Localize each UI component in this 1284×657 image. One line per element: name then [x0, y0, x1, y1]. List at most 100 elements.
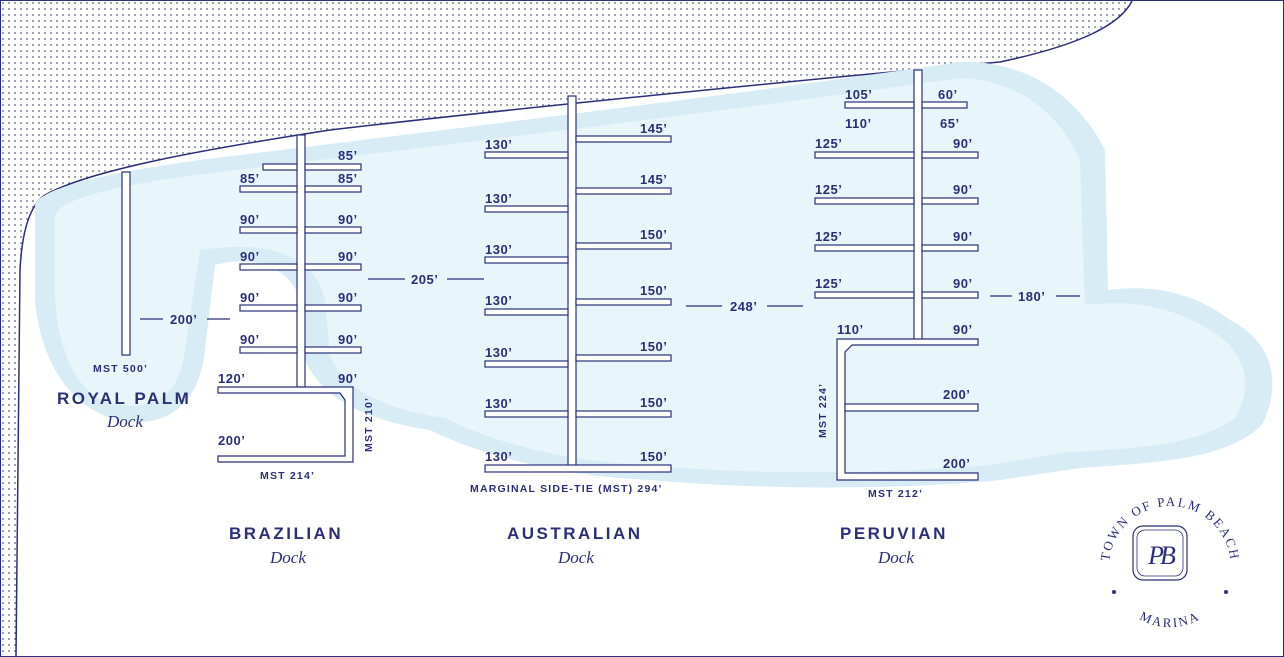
- brazilian-right-label: 90’: [338, 332, 358, 347]
- peruvian-slip: [921, 291, 979, 299]
- peruvian-left-label: 110’: [845, 116, 872, 131]
- australian-left-label: 130’: [485, 191, 512, 206]
- australian-slip: [484, 360, 569, 368]
- peruvian-left-label: 125’: [815, 229, 842, 244]
- brazilian-left-label: 85’: [240, 171, 260, 186]
- brazilian-right-label: 90’: [338, 290, 358, 305]
- brazilian-mst-bottom: MST 214’: [260, 470, 315, 482]
- australian-slip: [484, 308, 569, 316]
- australian-right-label: 145’: [640, 172, 667, 187]
- australian-slip: [575, 242, 672, 250]
- brazilian-left-label: 90’: [240, 249, 260, 264]
- peruvian-right-label: 90’: [953, 182, 973, 197]
- australian-left-label: 130’: [485, 449, 512, 464]
- brazilian-slip: [304, 304, 362, 312]
- seal-dot: [1112, 590, 1116, 594]
- seal-frame-inner: [1136, 529, 1184, 577]
- royal-palm-name: ROYAL PALM: [57, 389, 191, 408]
- peruvian-slip: [844, 101, 915, 109]
- australian-slip: [575, 410, 672, 418]
- peruvian-right-label: 200’: [943, 456, 970, 471]
- australian-slip: [484, 151, 569, 159]
- australian-slip: [484, 256, 569, 264]
- brazilian-left-label: 120’: [218, 371, 245, 386]
- australian-left-label: 130’: [485, 293, 512, 308]
- australian-sub: Dock: [557, 548, 594, 567]
- brazilian-slip: [262, 163, 298, 171]
- brazilian-left-label: 200’: [218, 433, 245, 448]
- peruvian-left-label: 125’: [815, 276, 842, 291]
- australian-slip: [575, 187, 672, 195]
- peruvian-mst-side: MST 224’: [817, 383, 829, 438]
- royal-palm-dock: MST 500’ 200’ ROYAL PALM Dock: [57, 171, 230, 431]
- brazilian-left-label: 90’: [240, 290, 260, 305]
- australian-left-label: 130’: [485, 396, 512, 411]
- peruvian-slip: [814, 244, 915, 252]
- brazilian-right-label: 90’: [338, 371, 358, 386]
- seal-frame: [1132, 525, 1188, 581]
- water-inner: [55, 78, 1246, 473]
- peruvian-tee: [836, 338, 979, 481]
- peruvian-right-label: 90’: [953, 136, 973, 151]
- peruvian-left-label: 110’: [837, 322, 864, 337]
- australian-gap-label: 248’: [730, 299, 757, 314]
- peruvian-slip: [844, 403, 979, 412]
- australian-slip: [575, 298, 672, 306]
- peruvian-dock: 105’ 110’ 125’ 125’ 125’ 125’ 110’ 60’ 6…: [814, 69, 1080, 567]
- peruvian-right-label: 90’: [953, 276, 973, 291]
- peruvian-slip: [921, 101, 968, 109]
- peruvian-slip: [814, 197, 915, 205]
- brazilian-slip: [239, 263, 298, 271]
- peruvian-right-label: 90’: [953, 229, 973, 244]
- brazilian-slip: [239, 226, 298, 234]
- peruvian-right-label: 200’: [943, 387, 970, 402]
- brazilian-slip: [239, 185, 298, 193]
- australian-name: AUSTRALIAN: [507, 524, 643, 543]
- australian-left-label: 130’: [485, 345, 512, 360]
- peruvian-slip: [921, 244, 979, 252]
- brazilian-slip: [304, 263, 362, 271]
- seal-dot: [1224, 590, 1228, 594]
- australian-right-label: 150’: [640, 339, 667, 354]
- peruvian-sub: Dock: [877, 548, 914, 567]
- royal-palm-pier: [121, 171, 131, 356]
- brazilian-left-label: 90’: [240, 212, 260, 227]
- brazilian-slip: [304, 346, 362, 354]
- peruvian-main-pier: [913, 69, 923, 341]
- peruvian-right-label: 65’: [940, 116, 960, 131]
- seal-bottom-path: MARINA: [1138, 608, 1201, 630]
- shoreline: [15, 0, 1133, 657]
- australian-slip: [484, 410, 569, 418]
- brazilian-left-label: 90’: [240, 332, 260, 347]
- peruvian-left-label: 125’: [815, 136, 842, 151]
- peruvian-slip: [921, 151, 979, 159]
- australian-right-label: 150’: [640, 283, 667, 298]
- peruvian-mst-bottom: MST 212’: [868, 488, 923, 500]
- brazilian-main-pier: [296, 134, 306, 388]
- seal-bottom-text: MARINA: [1138, 608, 1203, 630]
- australian-dock: 130’ 130’ 130’ 130’ 130’ 130’ 130’ 145’ …: [470, 95, 803, 567]
- australian-slip: [484, 205, 569, 213]
- brazilian-right-label: 85’: [338, 148, 358, 163]
- australian-left-label: 130’: [485, 242, 512, 257]
- brazilian-slip: [239, 304, 298, 312]
- australian-slip: [575, 354, 672, 362]
- brazilian-right-label: 85’: [338, 171, 358, 186]
- royal-palm-gap-label: 200’: [170, 312, 197, 327]
- australian-left-label: 130’: [485, 137, 512, 152]
- australian-mst: MARGINAL SIDE-TIE (MST) 294’: [470, 483, 663, 495]
- peruvian-left-label: 125’: [815, 182, 842, 197]
- peruvian-right-label: 90’: [953, 322, 973, 337]
- brazilian-slip: [304, 163, 362, 171]
- australian-side-tie: [484, 464, 672, 473]
- peruvian-left-label: 105’: [845, 87, 872, 102]
- brazilian-mst-side: MST 210’: [363, 397, 375, 452]
- land-area: [1, 1, 1132, 656]
- peruvian-slip: [921, 197, 979, 205]
- peruvian-right-label: 60’: [938, 87, 958, 102]
- brazilian-slip: [304, 185, 362, 193]
- brazilian-slip: [304, 226, 362, 234]
- brazilian-slip: [239, 346, 298, 354]
- brazilian-dock: 85’ 90’ 90’ 90’ 90’ 120’ 200’ 85’ 85’ 90…: [217, 134, 484, 567]
- peruvian-name: PERUVIAN: [840, 524, 948, 543]
